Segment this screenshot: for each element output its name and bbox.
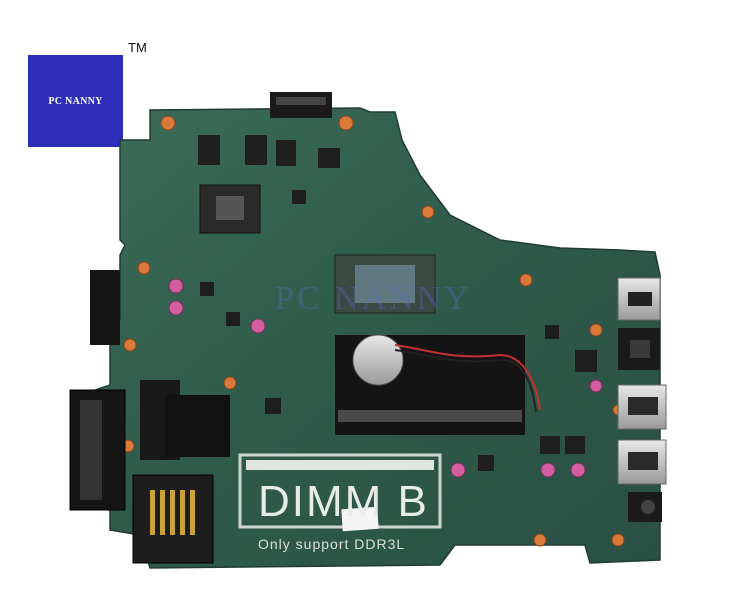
cmos-battery <box>352 334 404 386</box>
capacitors <box>168 278 603 478</box>
dimm-b-slot <box>238 453 442 529</box>
misc-chips <box>200 148 597 471</box>
sd-reader-contacts <box>150 490 195 535</box>
logo-text: PC NANNY <box>48 95 103 107</box>
watermark-text: PC NANNY <box>275 280 472 317</box>
hdmi-port <box>617 277 661 321</box>
vram-chips <box>198 135 296 166</box>
pch-chip <box>165 395 230 457</box>
trademark-mark: TM <box>128 40 147 55</box>
mounting-holes <box>121 115 625 547</box>
dimm-note: Only support DDR3L <box>258 536 406 552</box>
logo-box: PC NANNY <box>28 55 123 147</box>
odd-connector <box>90 270 120 345</box>
white-sticker <box>341 506 379 532</box>
dimm-b-label: DIMM B <box>258 477 429 526</box>
